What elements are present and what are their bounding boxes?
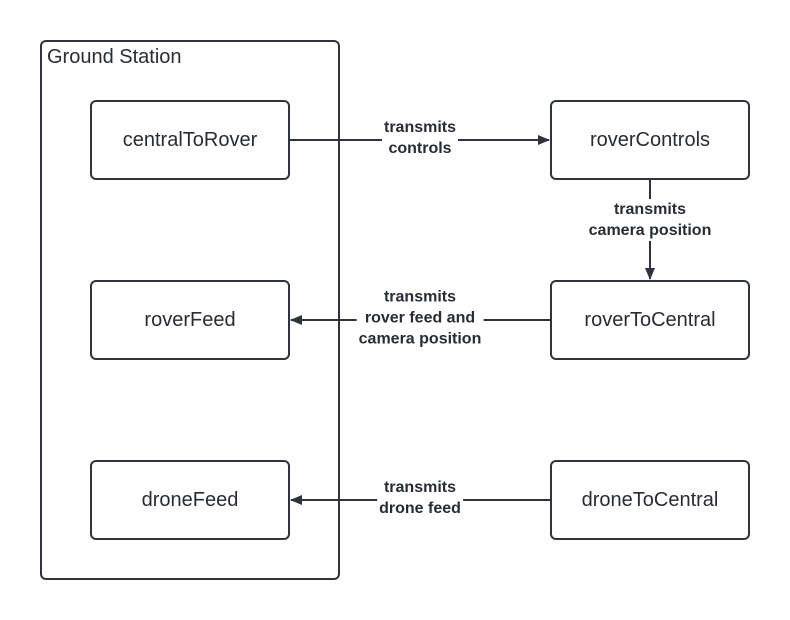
edge-label-line: transmits	[383, 119, 457, 136]
group-title: Ground Station	[47, 46, 182, 68]
edge-label-line: camera position	[358, 330, 482, 348]
central-to-rover-node: centralToRover	[90, 100, 290, 180]
drone-to-central-node: droneToCentral	[550, 460, 750, 540]
rover-to-central-node: roverToCentral	[550, 280, 750, 360]
controls-edge-label: transmits controls	[381, 117, 459, 159]
rover-controls-node: roverControls	[550, 100, 750, 180]
edge-label-line: camera position	[588, 222, 712, 239]
edge-label-line: transmits	[383, 288, 457, 306]
edge-label-line: transmits	[613, 201, 687, 218]
camera-position-edge-label: transmits camera position	[586, 199, 714, 241]
rover-feed-node: roverFeed	[90, 280, 290, 360]
edge-label-line: drone feed	[379, 500, 461, 517]
edge-label-line: transmits	[383, 479, 457, 496]
drone-feed-edge-label: transmits drone feed	[377, 477, 463, 519]
rover-feed-edge-label: transmits rover feed and camera position	[356, 286, 484, 350]
drone-feed-node: droneFeed	[90, 460, 290, 540]
edge-label-line: controls	[388, 140, 452, 157]
edge-label-line: rover feed and	[364, 309, 476, 327]
